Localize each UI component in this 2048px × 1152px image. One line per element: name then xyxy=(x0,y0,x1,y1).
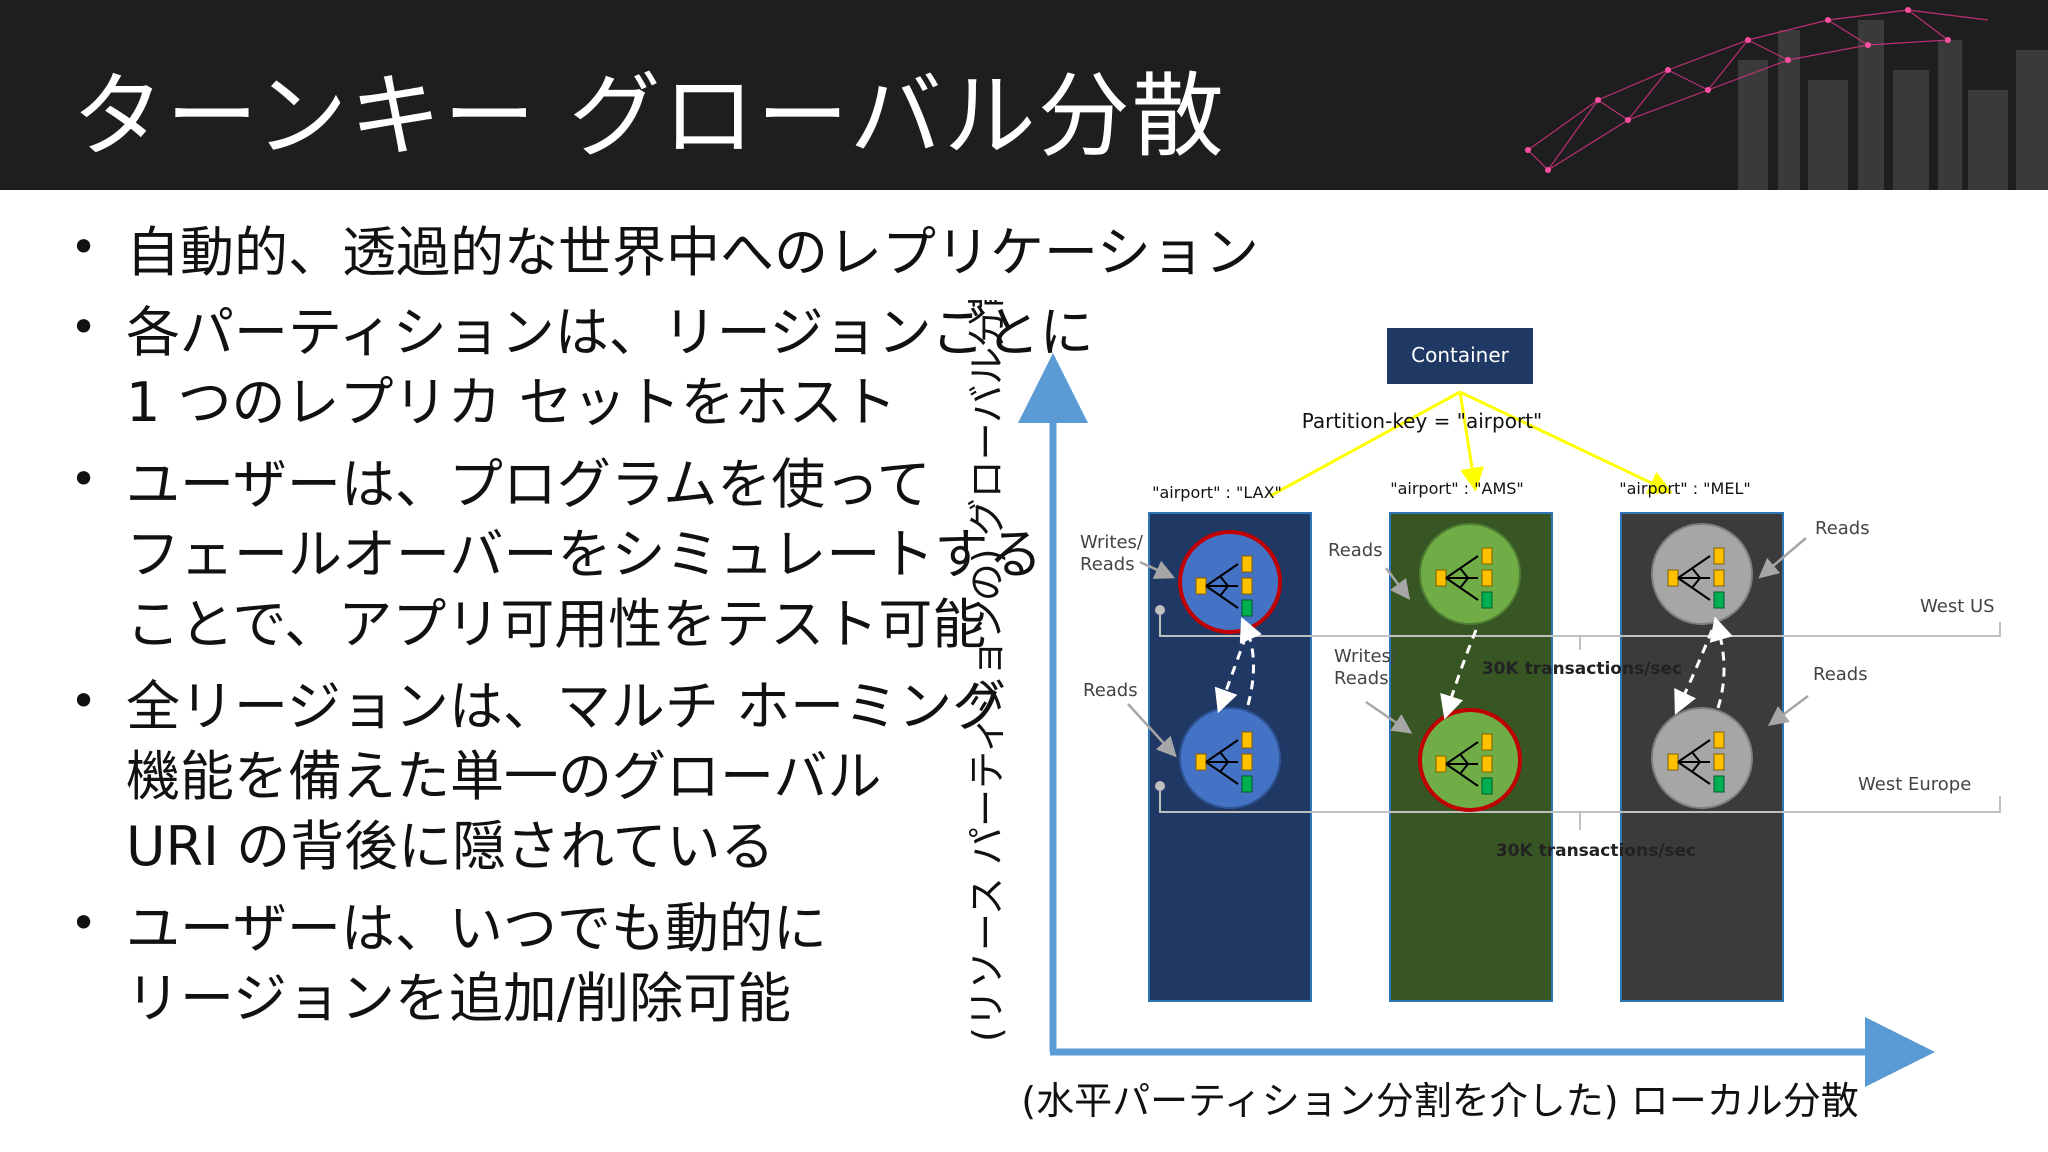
partition-key-lines xyxy=(1269,390,1673,498)
diagram-canvas: (リソース パーティションの) グローバル分散 Container Partit… xyxy=(965,300,2001,1123)
replication-arrows xyxy=(1214,616,1733,720)
bullet-text: リージョンを追加/削除可能 xyxy=(126,967,792,1030)
bullet-marker: • xyxy=(70,220,98,274)
region-bracket-west-us xyxy=(1159,610,2001,650)
bracket-dot xyxy=(1155,781,1165,791)
bullet-text: ユーザーは、いつでも動的に xyxy=(126,897,827,960)
replica-node-ams-eu xyxy=(1418,708,1522,812)
region-label-west-us: West US xyxy=(1920,596,1995,617)
throughput-label-us: 30K transactions/sec xyxy=(1482,659,1682,679)
header-bar: ターンキー グローバル分散 xyxy=(0,0,2048,190)
x-axis-label: (水平パーティション分割を介した) ローカル分散 xyxy=(1021,1079,1858,1123)
container-label: Container xyxy=(1411,343,1510,367)
y-axis-label: (リソース パーティションの) グローバル分散 xyxy=(965,300,1009,1042)
reads-label-lax: Reads xyxy=(1083,680,1138,701)
column-key-label-lax: "airport" : "LAX" xyxy=(1152,483,1282,502)
replica-node-mel-eu xyxy=(1651,707,1753,809)
access-arrows xyxy=(1127,537,1809,758)
bullet-text: URI の背後に隠されている xyxy=(126,815,775,878)
global-distribution-diagram: (リソース パーティションの) グローバル分散 Container Partit… xyxy=(900,300,2048,1152)
throughput-label-eu: 30K transactions/sec xyxy=(1496,841,1696,861)
bullet-text: ユーザーは、プログラムを使って xyxy=(126,453,931,516)
city-network-decoration xyxy=(1525,7,2048,190)
region-bracket-west-europe xyxy=(1159,786,2001,830)
column-key-label-ams: "airport" : "AMS" xyxy=(1390,479,1524,498)
bullet-marker: • xyxy=(70,674,98,728)
replica-node-lax-eu xyxy=(1179,707,1281,809)
column-key-label-mel: "airport" : "MEL" xyxy=(1619,479,1750,498)
reads-label-ams: Reads xyxy=(1328,540,1383,561)
partition-key-label: Partition-key = "airport" xyxy=(1302,409,1542,433)
slide-title: ターンキー グローバル分散 xyxy=(72,63,1226,170)
replica-node-lax-us xyxy=(1178,530,1282,634)
bullet-text: フェールオーバーをシミュレートする xyxy=(126,523,1043,586)
replica-node-mel-us xyxy=(1651,523,1753,625)
bullet-marker: • xyxy=(70,896,98,950)
replica-node-ams-us xyxy=(1419,523,1521,625)
bullet-text: ことで、アプリ可用性をテスト可能 xyxy=(126,593,987,656)
bracket-dot xyxy=(1155,605,1165,615)
container-box xyxy=(1387,328,1533,384)
reads-label-mel-us: Reads xyxy=(1815,518,1870,539)
region-label-west-europe: West Europe xyxy=(1858,774,1971,795)
bullet-text: 自動的、透過的な世界中へのレプリケーション xyxy=(126,221,1259,284)
writes-reads-label-ams: Writes/Reads xyxy=(1334,646,1398,689)
writes-reads-label-lax: Writes/Reads xyxy=(1080,532,1144,575)
bullet-text: 1 つのレプリカ セットをホスト xyxy=(126,371,897,434)
bullet-text: 各パーティションは、リージョンごとに xyxy=(126,301,1094,364)
bullet-list: • 自動的、透過的な世界中へのレプリケーション • 各パーティションは、リージョ… xyxy=(0,200,1259,1080)
bullet-marker: • xyxy=(70,300,98,354)
bullet-marker: • xyxy=(70,452,98,506)
bullet-text: 機能を備えた単一のグローバル xyxy=(126,745,882,808)
reads-label-mel-eu: Reads xyxy=(1813,664,1868,685)
bullet-text: 全リージョンは、マルチ ホーミング xyxy=(126,675,1007,738)
